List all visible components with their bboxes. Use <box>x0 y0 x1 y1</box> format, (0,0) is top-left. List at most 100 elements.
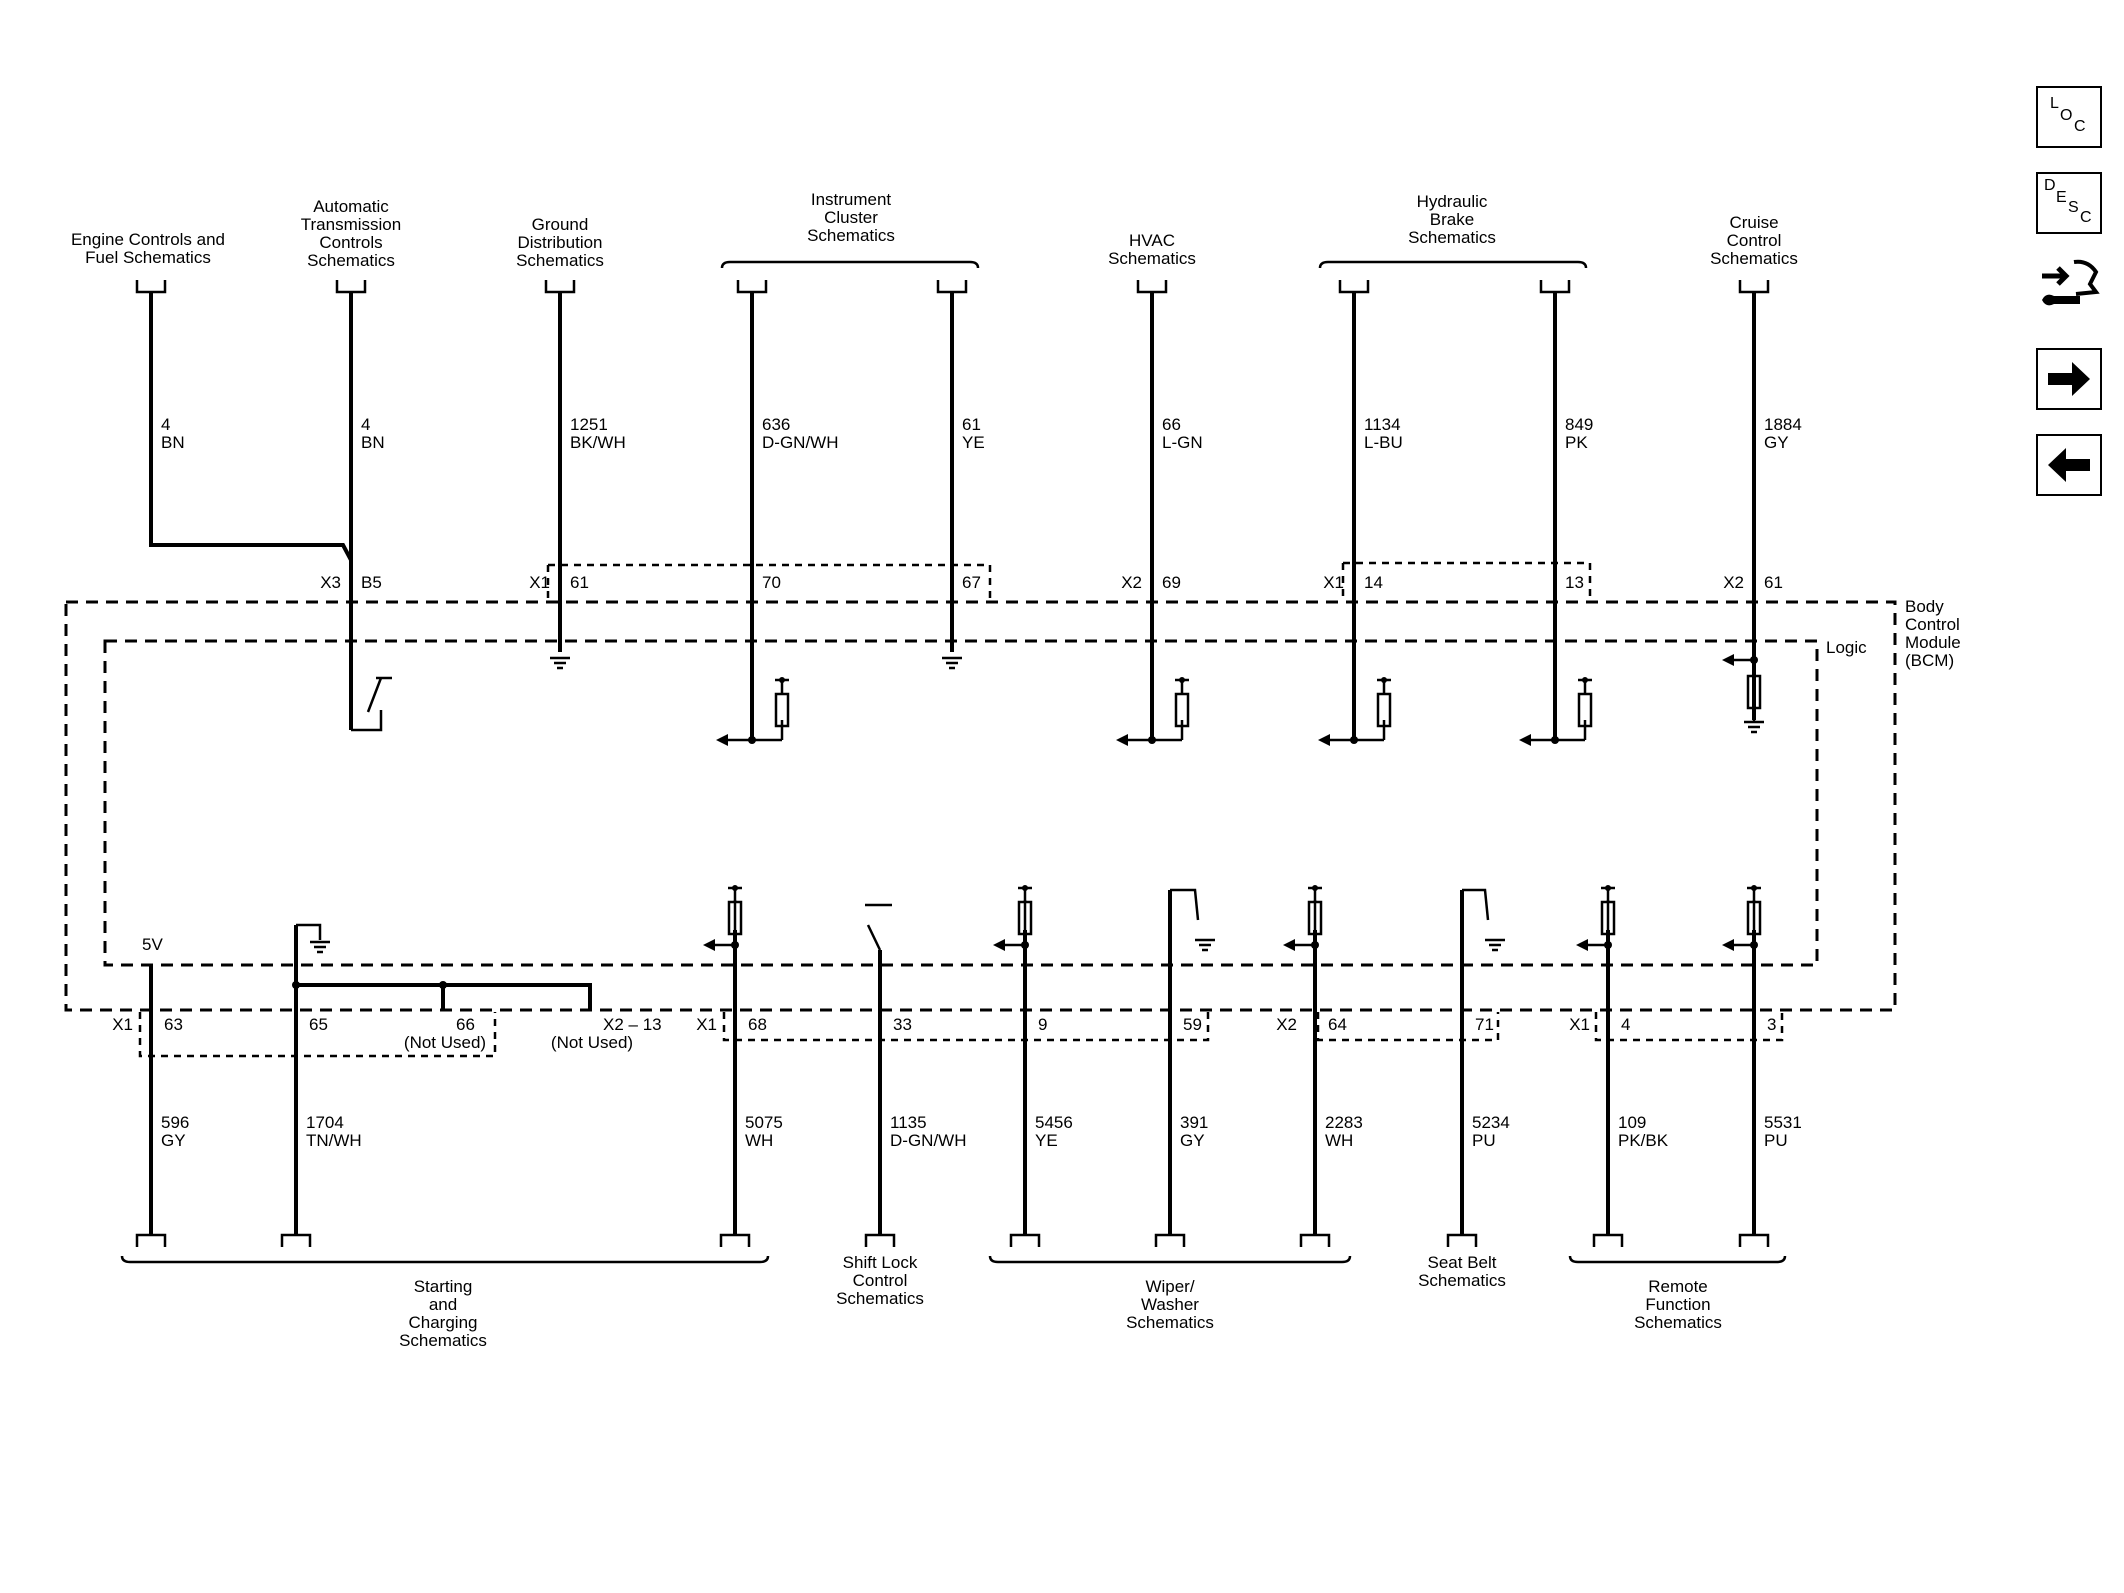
pullup-resistor <box>1746 900 1762 936</box>
bottom-pin-number: 9 <box>1038 1015 1047 1034</box>
bottom-connector <box>1154 1233 1186 1247</box>
bottom-circuit-color: WH <box>1325 1131 1353 1150</box>
top-pin-number: B5 <box>361 573 382 592</box>
top-circuit-number: 1134 <box>1364 415 1401 434</box>
top-destination: Brake <box>1430 210 1474 229</box>
top-circuit-color: L-BU <box>1364 433 1403 452</box>
bcm-label: Module <box>1905 633 1961 652</box>
bottom-connector <box>1592 1233 1624 1247</box>
desc-letter-e: E <box>2056 189 2067 206</box>
bottom-destination: and <box>429 1295 457 1314</box>
bottom-connector <box>1009 1233 1041 1247</box>
wire-engine-controls <box>149 292 353 561</box>
top-connector <box>1338 280 1370 294</box>
top-destination: Cruise <box>1729 213 1778 232</box>
junction-dot <box>1750 941 1758 949</box>
bottom-circuit-number: 1135 <box>890 1113 927 1132</box>
top-connector <box>335 280 367 294</box>
top-pin-number: 67 <box>962 573 981 592</box>
top-circuit-number: 66 <box>1162 415 1181 434</box>
top-connector <box>1136 280 1168 294</box>
top-pin-number: 69 <box>1162 573 1181 592</box>
bottom-connector <box>280 1233 312 1247</box>
previous-page-button[interactable] <box>2036 434 2102 496</box>
bottom-circuit-number: 391 <box>1180 1113 1208 1132</box>
top-destination: Schematics <box>1108 249 1196 268</box>
starting-charging-bracket <box>120 1255 770 1264</box>
bottom-pin-number: 66 <box>456 1015 475 1034</box>
bottom-destination: Schematics <box>1634 1313 1722 1332</box>
pullup-resistor <box>1307 900 1323 936</box>
bottom-circuit-number: 596 <box>161 1113 189 1132</box>
top-connector-id: X2 <box>1121 573 1142 592</box>
top-circuit-color: BN <box>361 433 385 452</box>
bottom-circuit-color: YE <box>1035 1131 1058 1150</box>
junction-dot <box>1021 941 1029 949</box>
connector-x1-brake-group <box>1341 561 1592 598</box>
top-connector <box>544 280 576 294</box>
bottom-connector-id: X2 <box>1276 1015 1297 1034</box>
input-arrow <box>1519 734 1531 746</box>
bottom-pin-number: 63 <box>164 1015 183 1034</box>
top-destination: Schematics <box>307 251 395 270</box>
bottom-circuit-color: PU <box>1472 1131 1496 1150</box>
top-connector <box>736 280 768 294</box>
bottom-pin-number: 59 <box>1183 1015 1202 1034</box>
wiper-washer-bracket <box>988 1255 1352 1264</box>
loc-letter-c: C <box>2074 118 2086 135</box>
bottom-connector <box>1299 1233 1331 1247</box>
bottom-pin-number: 71 <box>1475 1015 1494 1034</box>
bottom-destination: Schematics <box>836 1289 924 1308</box>
bottom-destination: Function <box>1645 1295 1710 1314</box>
bottom-destination: Wiper/ <box>1145 1277 1194 1296</box>
pullup-resistor <box>1600 900 1616 936</box>
desc-icon: D E S C <box>2044 177 2092 226</box>
bottom-pin-number: 64 <box>1328 1015 1347 1034</box>
input-arrow <box>1318 734 1330 746</box>
location-button[interactable]: L O C <box>2036 86 2102 148</box>
bottom-circuit-number: 109 <box>1618 1113 1646 1132</box>
bcm-label: Control <box>1905 615 1960 634</box>
logic-outline <box>103 639 1819 967</box>
bottom-destination: Starting <box>414 1277 473 1296</box>
top-circuit-number: 61 <box>962 415 981 434</box>
connector-x1-right-group <box>1594 1012 1784 1042</box>
desc-letter-d: D <box>2044 177 2056 194</box>
bottom-circuit-number: 5531 <box>1764 1113 1802 1132</box>
bottom-pin-number: 33 <box>893 1015 912 1034</box>
top-pin-number: 13 <box>1565 573 1584 592</box>
top-destination: Automatic <box>313 197 389 216</box>
top-circuit-color: GY <box>1764 433 1789 452</box>
top-destination: Cluster <box>824 208 878 227</box>
junction-dot <box>292 981 300 989</box>
top-destination: Instrument <box>811 190 892 209</box>
bcm-label: Body <box>1905 597 1944 616</box>
top-destination: Schematics <box>807 226 895 245</box>
hydraulic-brake-bracket <box>1318 260 1588 269</box>
connector-info-button[interactable] <box>2036 254 2102 316</box>
bottom-pin-number: 4 <box>1621 1015 1630 1034</box>
bottom-pin-number: 65 <box>309 1015 328 1034</box>
bottom-pin-number: 68 <box>748 1015 767 1034</box>
next-page-button[interactable] <box>2036 348 2102 410</box>
bcm-outline <box>64 600 1897 1012</box>
top-connector-id: X1 <box>529 573 550 592</box>
bottom-destination: Schematics <box>1418 1271 1506 1290</box>
five-volt-label: 5V <box>142 935 163 954</box>
top-destination: Controls <box>319 233 382 252</box>
bottom-connector <box>1738 1233 1770 1247</box>
description-button[interactable]: D E S C <box>2036 172 2102 234</box>
bottom-destination: Shift Lock <box>843 1253 918 1272</box>
bottom-pin-number: X2 – 13 <box>603 1015 662 1034</box>
shift-lock-switch <box>865 903 892 951</box>
pullup-resistor <box>1577 692 1593 728</box>
top-circuit-color: D-GN/WH <box>762 433 838 452</box>
connector-x2-bottom-group <box>1316 1012 1500 1042</box>
input-arrow <box>1283 939 1295 951</box>
top-destination: Fuel Schematics <box>85 248 211 267</box>
top-connector-id: X1 <box>1323 573 1344 592</box>
bottom-circuit-number: 2283 <box>1325 1113 1363 1132</box>
top-destination: Schematics <box>516 251 604 270</box>
bottom-destination: Schematics <box>399 1331 487 1350</box>
